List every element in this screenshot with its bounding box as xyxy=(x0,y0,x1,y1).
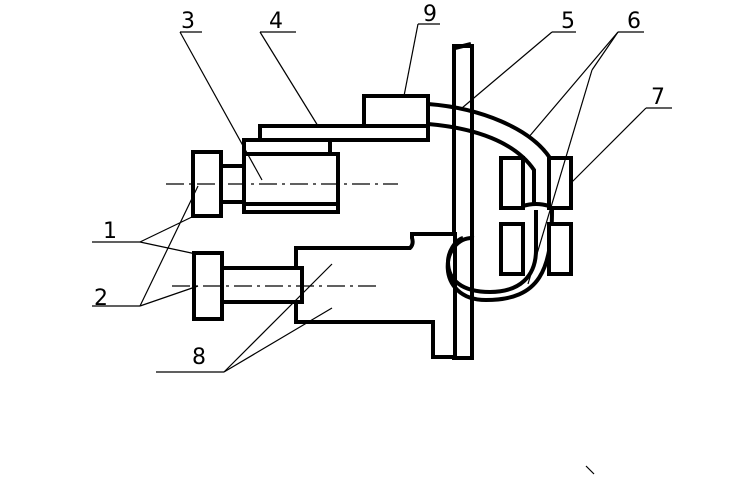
label-2: 2 xyxy=(94,286,108,311)
label-1: 1 xyxy=(103,219,117,244)
upper-arm xyxy=(258,124,430,142)
clamp-blocks xyxy=(499,156,573,276)
label-8: 8 xyxy=(192,345,206,370)
curved-conduit xyxy=(427,102,554,303)
label-9: 9 xyxy=(423,2,437,27)
label-3: 3 xyxy=(181,9,195,34)
vertical-plate xyxy=(452,42,474,360)
leader-lines xyxy=(92,23,672,475)
label-7: 7 xyxy=(651,85,665,110)
lower-shaft xyxy=(220,266,304,304)
label-4: 4 xyxy=(269,9,283,34)
label-6: 6 xyxy=(627,9,641,34)
label-5: 5 xyxy=(561,9,575,34)
upper-cylinder xyxy=(242,138,340,214)
lower-bracket xyxy=(294,232,457,359)
top-block xyxy=(362,94,430,128)
